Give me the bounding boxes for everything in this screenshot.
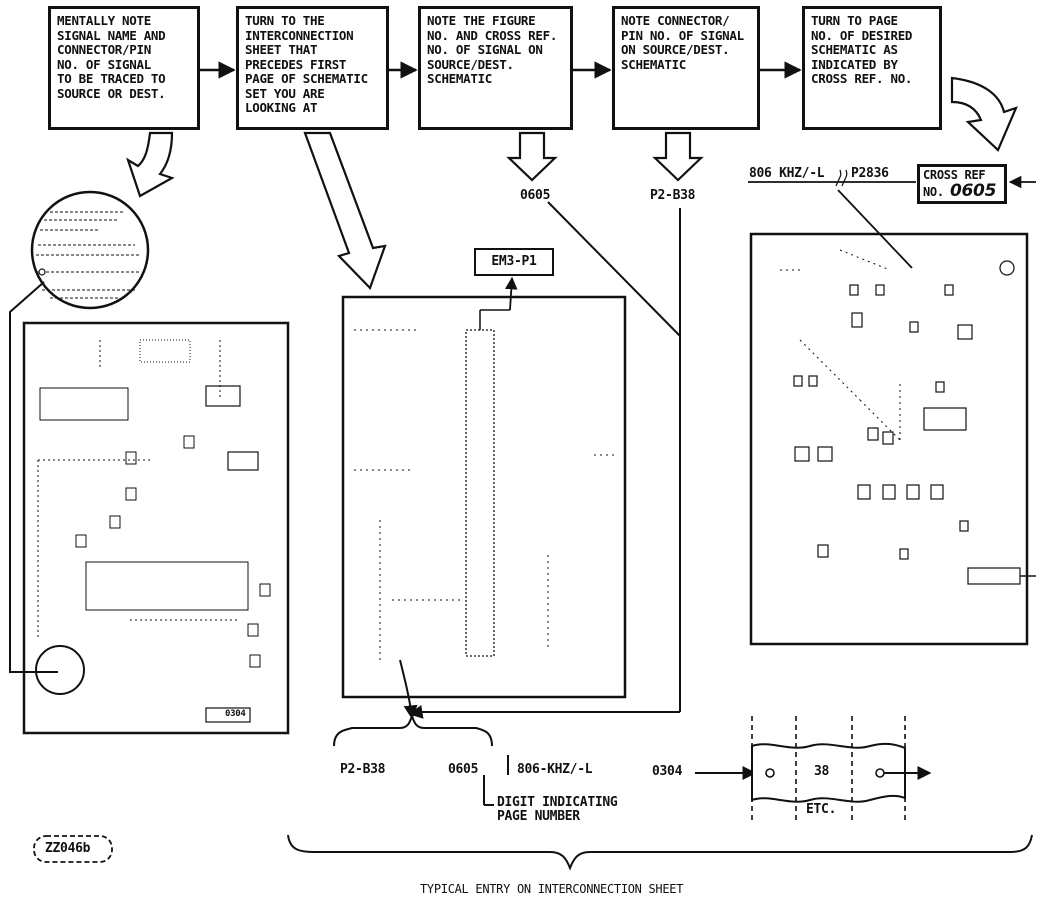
entry-signal: 806-KHZ/-L [517, 762, 592, 777]
magnifier-circle [32, 192, 148, 308]
cross-ref-value: 0605 [950, 181, 996, 201]
label-0605-ref: 0605 [520, 188, 550, 203]
wire-number: 38 [814, 764, 829, 779]
hollow-arrow-step3 [509, 133, 555, 180]
label-p2-b38: P2-B38 [650, 188, 695, 203]
label-806-khz: 806 KHZ/-L [749, 166, 824, 181]
em3-p1-box: EM3-P1 [474, 248, 554, 276]
cross-ref-no: NO. [923, 185, 944, 199]
right-schematic-sheet [751, 234, 1036, 644]
hollow-arrow-step5 [952, 78, 1016, 150]
caption: TYPICAL ENTRY ON INTERCONNECTION SHEET [420, 882, 683, 896]
label-p2836: P2836 [851, 166, 889, 181]
hollow-arrow-step1 [128, 133, 172, 196]
hollow-arrow-step4 [655, 133, 701, 180]
cross-ref-box: CROSS REF NO. 0605 [917, 164, 1007, 204]
left-schematic-sheet [24, 323, 288, 733]
entry-bracket [334, 716, 508, 805]
digit-note: DIGIT INDICATING PAGE NUMBER [497, 796, 617, 824]
cross-ref-title: CROSS REF [923, 168, 985, 182]
entry-pin: P2-B38 [340, 762, 385, 777]
etc-label: ETC. [806, 802, 836, 817]
bottom-brace [288, 835, 1032, 868]
middle-schematic-sheet [343, 278, 625, 697]
hollow-arrow-step2 [305, 133, 385, 288]
from-page-0304: 0304 [652, 764, 682, 779]
entry-page: 0605 [448, 762, 478, 777]
figure-id: ZZ046b [45, 841, 90, 856]
left-page-number: 0304 [225, 709, 245, 719]
